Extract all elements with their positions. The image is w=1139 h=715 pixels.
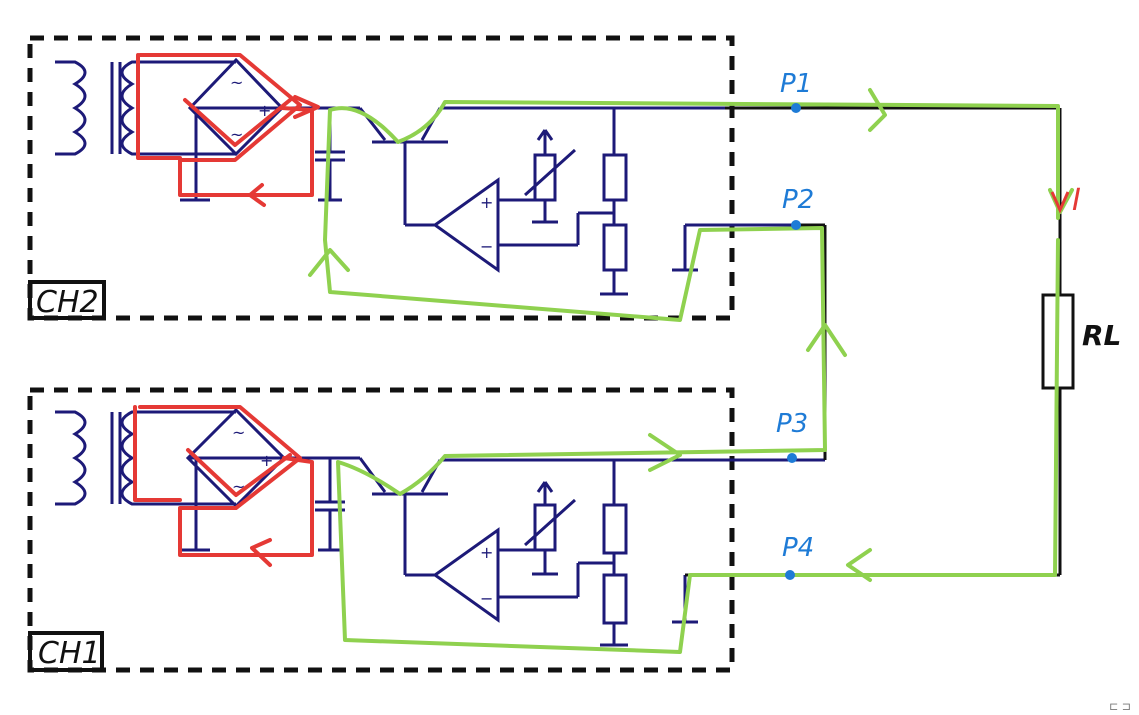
ch2-transformer	[55, 60, 145, 156]
probe-point-p4	[785, 570, 795, 580]
ch1-bridge-rectifier: ~ ~ +	[145, 407, 330, 552]
svg-text:+: +	[258, 101, 271, 120]
ch2-label: CH2	[36, 285, 99, 320]
current-arrow	[1050, 191, 1070, 214]
ch1-box	[27, 387, 735, 673]
probe-label-p2: P2	[782, 185, 814, 215]
ch2-channel: CH2 ~ ~ +	[27, 35, 795, 321]
ch2-bridge-rectifier: ~ ~ +	[145, 57, 330, 202]
probe-label-p3: P3	[776, 409, 808, 439]
ch2-label-box	[28, 280, 106, 320]
ch1-label-box	[28, 631, 104, 672]
probe-label-p4: P4	[782, 533, 814, 563]
load-label: RL	[1082, 319, 1121, 352]
svg-text:−: −	[480, 589, 493, 608]
svg-text:−: −	[480, 237, 493, 256]
corner-mark: ⊏ ⊐	[1109, 700, 1131, 713]
ch1-secondary-loop	[133, 405, 314, 567]
svg-text:+: +	[480, 543, 493, 562]
svg-text:+: +	[260, 451, 273, 470]
probe-label-p1: P1	[780, 69, 812, 99]
ch2-box	[27, 35, 735, 321]
ch2-regulator: + −	[315, 106, 795, 296]
external-wiring	[685, 106, 1062, 577]
ch1-channel: CH1 ~ ~ +	[27, 387, 825, 673]
svg-text:~: ~	[232, 423, 245, 442]
probe-point-p3	[787, 453, 797, 463]
probe-point-p2	[791, 220, 801, 230]
svg-text:~: ~	[230, 73, 243, 92]
ch1-transformer	[55, 410, 145, 506]
svg-text:+: +	[480, 193, 493, 212]
ch2-secondary-loop	[136, 53, 320, 207]
current-label: I	[1072, 183, 1081, 218]
ch1-label: CH1	[38, 636, 101, 671]
probe-point-p1	[791, 103, 801, 113]
output-loop	[308, 88, 1074, 654]
